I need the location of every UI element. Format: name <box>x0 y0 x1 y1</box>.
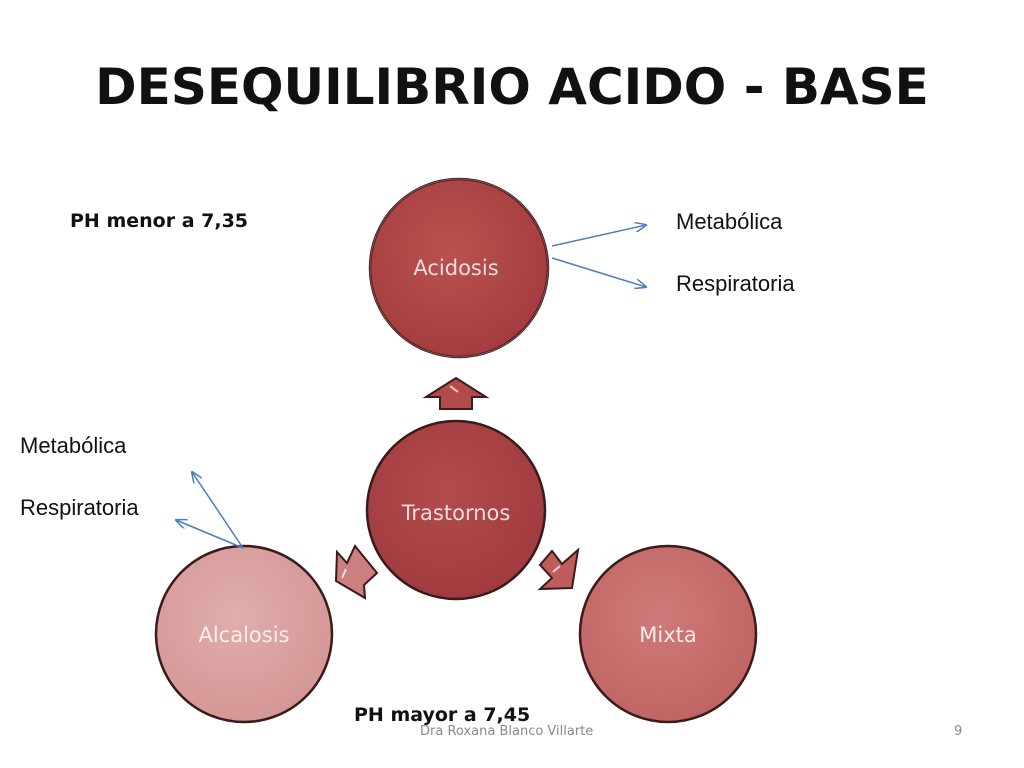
arrow-alcalosis-respiratoria <box>176 520 244 549</box>
arrow-acidosis-metabolica <box>551 225 646 247</box>
node-alcalosis: Alcalosis <box>154 544 334 724</box>
acidosis-branch-metabolica: Metabólica <box>676 209 783 234</box>
acidosis-branch-respiratoria: Respiratoria <box>676 271 795 296</box>
node-mixta-label: Mixta <box>639 623 696 647</box>
alcalosis-branch-respiratoria: Respiratoria <box>20 495 139 520</box>
node-trastornos-label: Trastornos <box>401 501 511 525</box>
alcalosis-ph-note: PH mayor a 7,45 <box>354 704 531 726</box>
node-mixta: Mixta <box>578 544 758 724</box>
alcalosis-branch-metabolica: Metabólica <box>20 433 127 458</box>
node-alcalosis-label: Alcalosis <box>198 623 289 647</box>
arrow-to-acidosis <box>422 376 490 410</box>
arrow-to-alcalosis <box>334 544 379 600</box>
node-acidosis-label: Acidosis <box>413 256 498 280</box>
page-number: 9 <box>954 724 963 739</box>
footer-author: Dra Roxana Blanco Villarte <box>420 724 594 739</box>
arrow-alcalosis-metabolica <box>192 472 244 549</box>
arrow-to-mixta <box>537 547 580 591</box>
slide-title: DESEQUILIBRIO ACIDO - BASE <box>95 58 929 116</box>
node-acidosis: Acidosis <box>368 177 550 359</box>
acidosis-ph-note: PH menor a 7,35 <box>70 210 249 232</box>
arrow-acidosis-respiratoria <box>551 257 646 287</box>
node-trastornos: Trastornos <box>365 419 547 601</box>
